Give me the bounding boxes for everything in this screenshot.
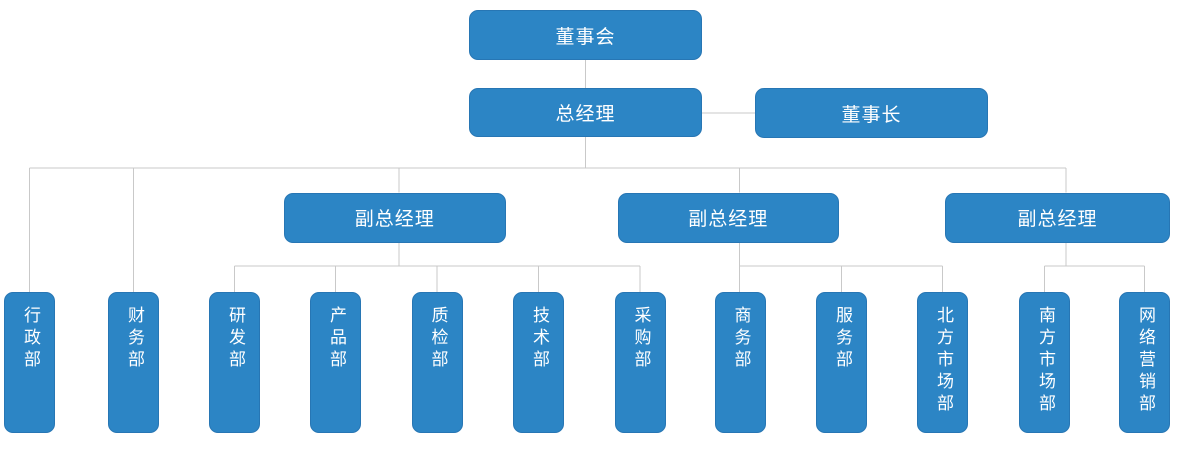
node-dept-procurement-label: 采购部: [630, 306, 651, 372]
node-dept-product[interactable]: 产品部: [310, 292, 361, 433]
node-board-label: 董事会: [555, 25, 616, 48]
node-chairman-label: 董事长: [841, 103, 902, 126]
node-dept-south-market[interactable]: 南方市场部: [1019, 292, 1070, 433]
node-dept-quality[interactable]: 质检部: [411, 292, 463, 433]
node-deputy-manager-2[interactable]: 副总经理: [618, 192, 839, 243]
node-dept-rnd-label: 研发部: [225, 306, 245, 372]
node-dept-finance[interactable]: 财务部: [108, 292, 159, 433]
node-dept-product-label: 产品部: [326, 306, 346, 372]
node-board[interactable]: 董事会: [469, 10, 702, 60]
node-general-manager[interactable]: 总经理: [469, 88, 702, 137]
node-deputy-manager-3[interactable]: 副总经理: [945, 192, 1170, 243]
node-dept-commerce[interactable]: 商务部: [714, 292, 766, 433]
node-deputy-manager-1-label: 副总经理: [354, 208, 435, 230]
node-dept-online-marketing[interactable]: 网络营销部: [1119, 292, 1170, 433]
node-dept-technology-label: 技术部: [529, 306, 549, 372]
node-deputy-manager-1[interactable]: 副总经理: [283, 192, 506, 243]
node-dept-north-market[interactable]: 北方市场部: [917, 292, 968, 433]
node-dept-quality-label: 质检部: [427, 306, 448, 372]
node-dept-finance-label: 财务部: [124, 306, 144, 372]
node-dept-technology[interactable]: 技术部: [513, 292, 564, 433]
node-deputy-manager-2-label: 副总经理: [688, 208, 769, 230]
node-dept-procurement[interactable]: 采购部: [614, 292, 666, 433]
node-dept-service[interactable]: 服务部: [816, 292, 867, 433]
node-dept-north-market-label: 北方市场部: [933, 306, 953, 416]
node-dept-commerce-label: 商务部: [730, 306, 751, 372]
node-dept-rnd[interactable]: 研发部: [209, 292, 260, 433]
node-general-manager-label: 总经理: [555, 103, 616, 125]
node-dept-online-marketing-label: 网络营销部: [1135, 306, 1155, 416]
node-deputy-manager-3-label: 副总经理: [1017, 208, 1098, 230]
node-chairman[interactable]: 董事长: [755, 88, 988, 138]
node-dept-service-label: 服务部: [832, 306, 852, 372]
node-dept-administration[interactable]: 行政部: [4, 292, 55, 433]
node-dept-south-market-label: 南方市场部: [1035, 306, 1055, 416]
node-dept-administration-label: 行政部: [20, 306, 40, 372]
